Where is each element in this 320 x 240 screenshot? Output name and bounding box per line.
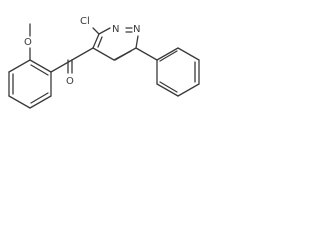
bond-c4-c3-inner bbox=[97, 36, 103, 48]
methoxy-oxygen-label: O bbox=[24, 37, 32, 48]
structure-diagram: Cl N N O O bbox=[8, 16, 200, 109]
phenyl-bond-1-inner bbox=[159, 50, 178, 62]
carbonyl-oxygen-label: O bbox=[66, 76, 74, 87]
bond-c6-c5-inner bbox=[114, 50, 132, 61]
chlorine-label: Cl bbox=[80, 16, 90, 27]
aryl-bond-5 bbox=[29, 95, 52, 109]
bond-c5-c4 bbox=[92, 47, 115, 61]
aryl-bond-1-inner bbox=[30, 64, 49, 76]
bond-c3-n2 bbox=[98, 27, 111, 35]
pyridazine-ring bbox=[92, 27, 139, 61]
bond-c6-phenyl bbox=[135, 47, 158, 61]
phenyl-ring bbox=[156, 47, 200, 97]
phenyl-bond-2 bbox=[177, 47, 200, 61]
phenyl-bond-5 bbox=[156, 83, 179, 97]
bond-c3-cl bbox=[92, 27, 100, 35]
bond-c4-c3 bbox=[92, 33, 100, 49]
bond-n1-c6 bbox=[135, 35, 139, 49]
phenyl-bond-4 bbox=[177, 83, 200, 97]
aryl-bond-2 bbox=[8, 59, 31, 73]
nitrogen-label-n2: N bbox=[112, 24, 119, 35]
aryl-bond-5-inner bbox=[30, 92, 49, 104]
aryl-bond-4 bbox=[8, 95, 31, 109]
nitrogen-label-n1: N bbox=[133, 24, 140, 35]
phenyl-bond-5-inner bbox=[159, 81, 178, 93]
bond-c4-carbonyl bbox=[71, 47, 94, 61]
phenyl-bond-1 bbox=[156, 47, 179, 61]
bond-carbonyl-aryl bbox=[50, 59, 73, 73]
aryl-bond-1 bbox=[29, 59, 52, 73]
methoxyphenyl-ring bbox=[8, 59, 52, 109]
